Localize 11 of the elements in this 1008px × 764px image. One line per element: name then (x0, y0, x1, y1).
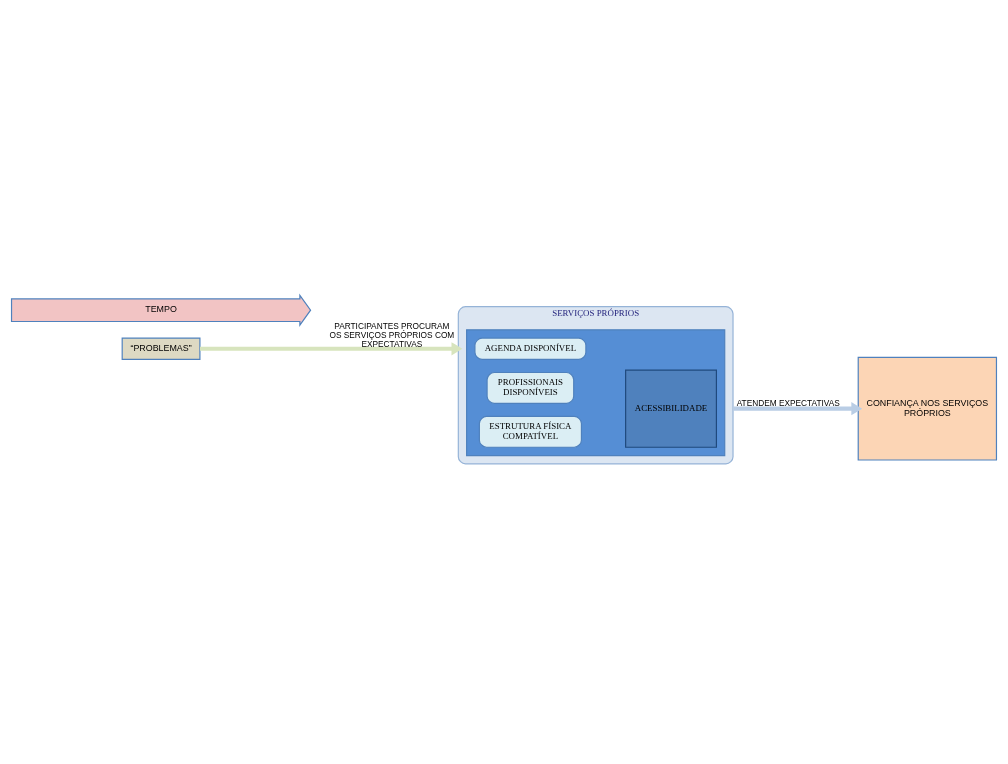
node-box: “PROBLEMAS” (121, 337, 201, 361)
arrow (200, 342, 463, 356)
node-box: ESTRUTURA FÍSICA COMPATÍVEL (478, 415, 583, 448)
edge-label: PARTICIPANTES PROCURAM OS SERVIÇOS PRÓPRIOS COM EXPECTATIVAS (329, 320, 455, 349)
node-box: CONFIANÇA NOS SERVIÇOS PRÓPRIOS (857, 356, 998, 461)
cluster (466, 329, 726, 457)
edge-label: ATENDEM EXPECTATIVAS (736, 398, 840, 409)
arrow (733, 402, 863, 416)
node-box: AGENDA DISPONÍVEL (474, 337, 587, 361)
node-box: PROFISSIONAIS DISPONÍVEIS (486, 371, 575, 404)
node-box: ACESSIBILIDADE (625, 369, 717, 448)
